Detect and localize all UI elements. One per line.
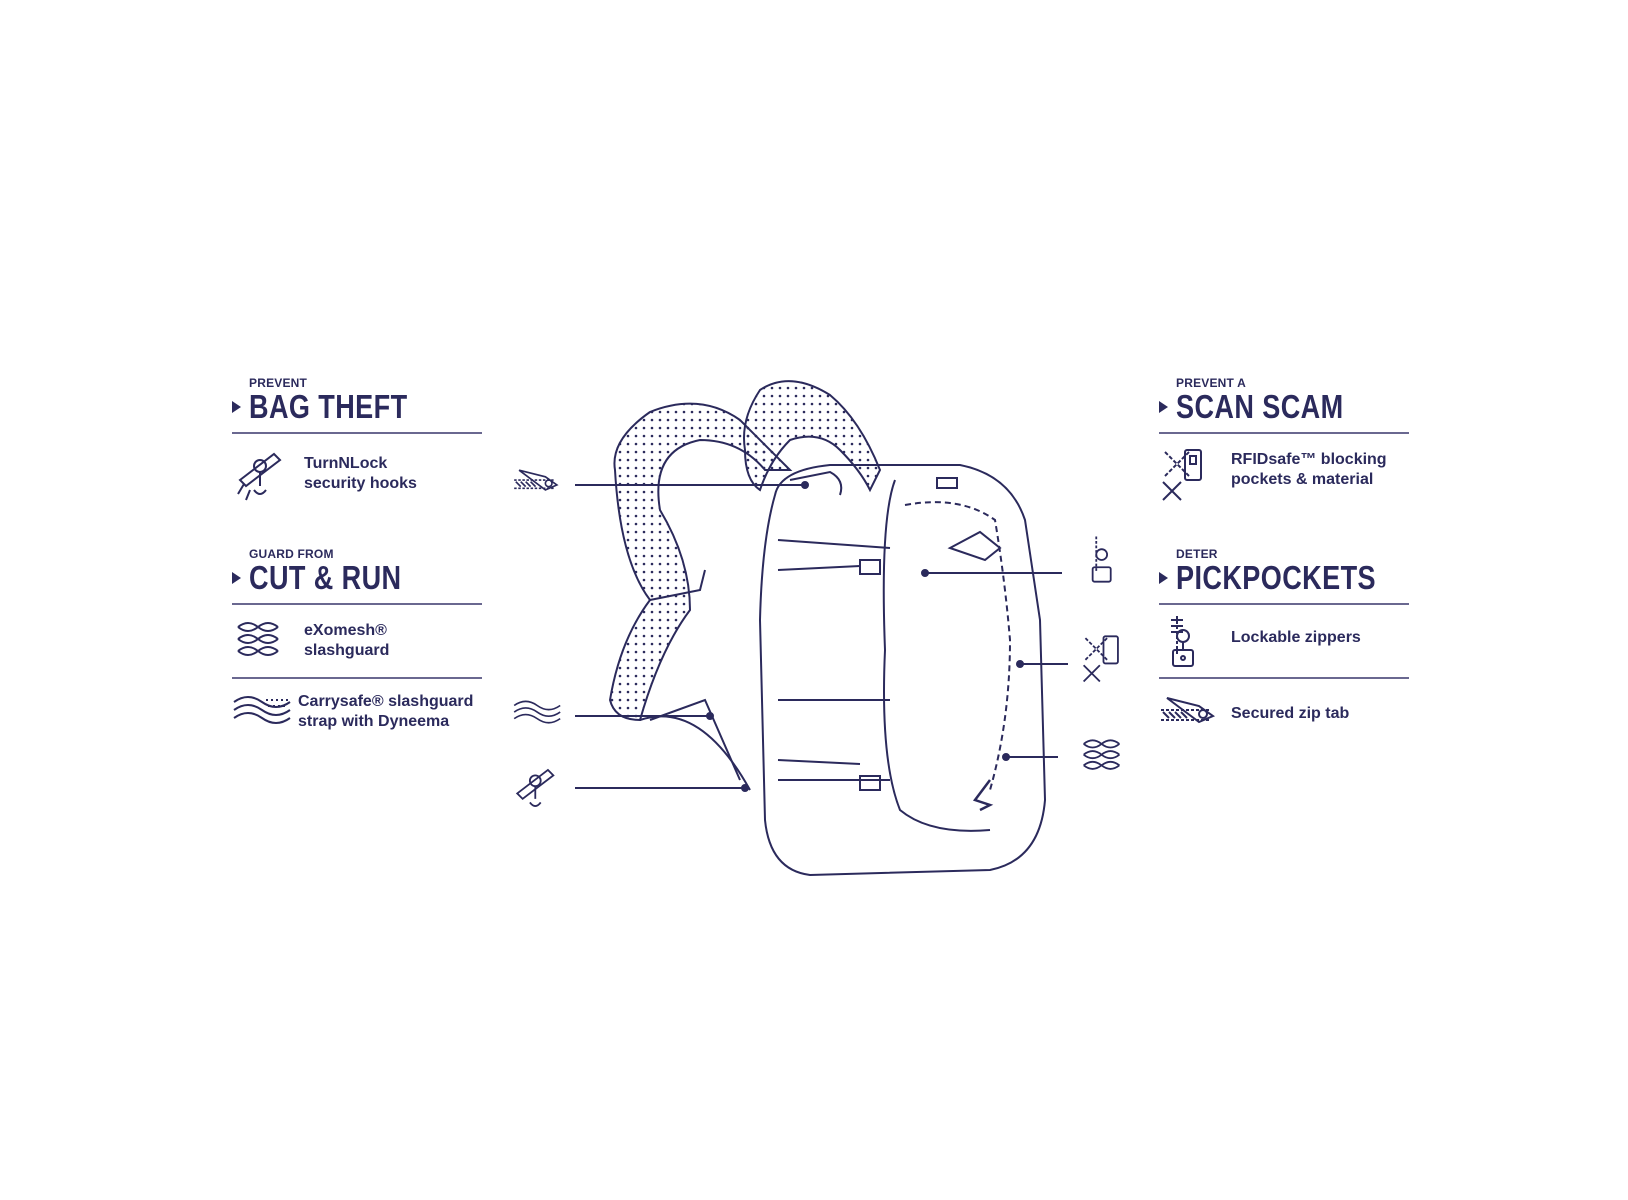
section-kicker: PREVENT A bbox=[1176, 376, 1247, 390]
rfid-icon bbox=[1080, 630, 1140, 690]
section-title: SCAN SCAM bbox=[1176, 388, 1344, 425]
section-headline: BAG THEFT bbox=[232, 388, 442, 426]
feature-rfid: RFIDsafe™ blocking pockets & material bbox=[1159, 446, 1409, 506]
feature-label-line: RFIDsafe™ blocking bbox=[1231, 451, 1387, 468]
section-kicker: GUARD FROM bbox=[249, 547, 334, 561]
section-scan-scam: PREVENT A SCAN SCAM bbox=[1159, 376, 1409, 436]
feature-label-line: pockets & material bbox=[1231, 471, 1374, 488]
feature-label: Secured zip tab bbox=[1231, 704, 1349, 724]
divider bbox=[1159, 432, 1409, 434]
divider bbox=[1159, 603, 1409, 605]
divider bbox=[232, 432, 482, 434]
mesh-icon bbox=[232, 617, 294, 673]
feature-ziptab: Secured zip tab bbox=[1159, 688, 1409, 748]
strap-icon bbox=[508, 694, 568, 754]
lock-zipper-icon bbox=[1159, 614, 1221, 670]
rfid-icon bbox=[1159, 446, 1221, 502]
feature-zippers: Lockable zippers bbox=[1159, 614, 1409, 674]
feature-label-line: eXomesh® bbox=[304, 622, 387, 639]
feature-label-line: TurnNLock bbox=[304, 455, 388, 472]
feature-label: Carrysafe® slashguard strap with Dyneema bbox=[298, 692, 473, 732]
play-arrow-icon bbox=[232, 401, 241, 413]
feature-turnnlock: TurnNLock security hooks bbox=[232, 446, 482, 506]
feature-label: RFIDsafe™ blocking pockets & material bbox=[1231, 450, 1387, 490]
feature-label-line: Carrysafe® slashguard bbox=[298, 693, 474, 710]
section-pickpockets: DETER PICKPOCKETS bbox=[1159, 547, 1409, 607]
section-kicker: DETER bbox=[1176, 547, 1218, 561]
leader-lines bbox=[575, 481, 1068, 792]
feature-label-line: Lockable zippers bbox=[1231, 629, 1361, 646]
lock-zipper-icon bbox=[1080, 530, 1140, 590]
backpack-body bbox=[758, 464, 1047, 877]
shoulder-straps bbox=[608, 380, 882, 791]
section-headline: PICKPOCKETS bbox=[1159, 559, 1420, 597]
play-arrow-icon bbox=[1159, 572, 1168, 584]
feature-label-line: Secured zip tab bbox=[1231, 705, 1350, 722]
section-headline: CUT & RUN bbox=[232, 559, 435, 597]
mesh-icon bbox=[1078, 735, 1138, 795]
divider bbox=[232, 603, 482, 605]
section-title: PICKPOCKETS bbox=[1176, 559, 1376, 596]
section-kicker: PREVENT bbox=[249, 376, 308, 390]
section-bag-theft: PREVENT BAG THEFT bbox=[232, 376, 482, 436]
divider bbox=[1159, 677, 1409, 679]
section-title: CUT & RUN bbox=[249, 559, 402, 596]
zip-tab-icon bbox=[508, 462, 568, 522]
section-title: BAG THEFT bbox=[249, 388, 408, 425]
section-headline: SCAN SCAM bbox=[1159, 388, 1380, 426]
feature-label: Lockable zippers bbox=[1231, 628, 1361, 648]
divider bbox=[232, 677, 482, 679]
security-hook-icon bbox=[232, 446, 294, 502]
feature-label: TurnNLock security hooks bbox=[304, 454, 417, 494]
zip-tab-icon bbox=[1159, 688, 1221, 744]
play-arrow-icon bbox=[1159, 401, 1168, 413]
feature-label-line: strap with Dyneema bbox=[298, 713, 450, 730]
section-cut-run: GUARD FROM CUT & RUN bbox=[232, 547, 482, 607]
feature-label-line: slashguard bbox=[304, 642, 390, 659]
feature-carrysafe: Carrysafe® slashguard strap with Dyneema bbox=[232, 688, 482, 748]
feature-exomesh: eXomesh® slashguard bbox=[232, 617, 482, 677]
feature-label: eXomesh® slashguard bbox=[304, 621, 389, 661]
feature-label-line: security hooks bbox=[304, 475, 417, 492]
strap-icon bbox=[232, 688, 294, 744]
security-hook-icon bbox=[510, 760, 570, 820]
play-arrow-icon bbox=[232, 572, 241, 584]
